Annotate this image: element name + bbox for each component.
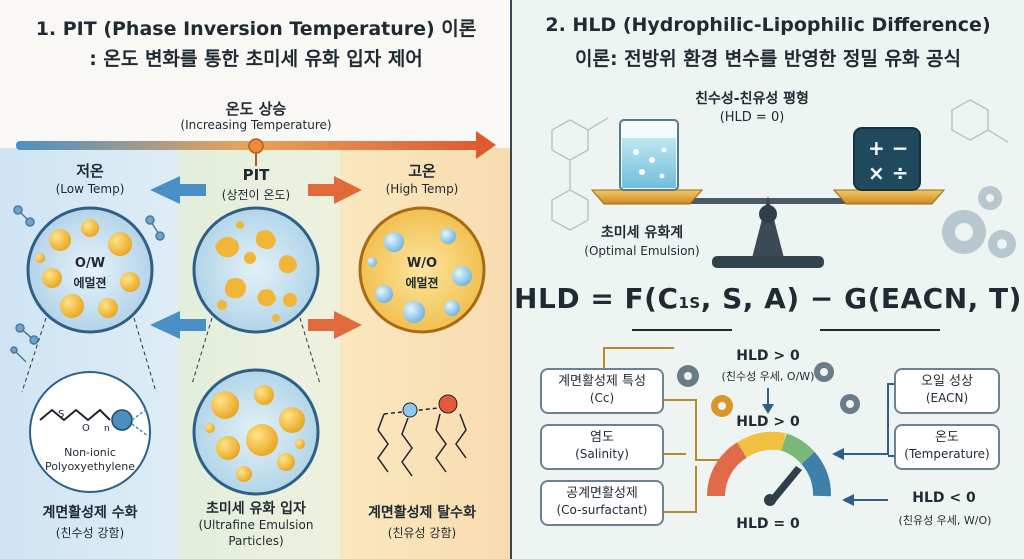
calculator-icon: + − × ÷ <box>853 127 921 191</box>
factor-box-surfactant: 계면활성제 특성 (Cc) <box>540 368 664 414</box>
pit-bicontinuous-circle <box>192 206 320 334</box>
arrow-to-high <box>308 176 362 204</box>
wo-sub-label: 에멀젼 <box>405 276 439 290</box>
factor-surfactant-label: 계면활성제 특성 <box>558 374 646 389</box>
gear-decoration <box>942 186 1016 258</box>
high-temp-en-label: (High Temp) <box>385 182 459 196</box>
hld-negative-desc: (친유성 우세, W/O) <box>898 514 992 527</box>
pit-sub-label: (상전이 온도) <box>221 188 291 202</box>
high-temp-label: 고온 <box>408 162 436 180</box>
svg-text:O: O <box>82 423 90 434</box>
balance-label: 친수성-친유성 평형 <box>695 91 809 107</box>
hld-negative-label: HLD < 0 <box>912 490 976 506</box>
hld-background-art: + − × ÷ <box>551 99 1016 513</box>
hld-zero-label: HLD = 0 <box>736 516 800 532</box>
small-gear-icons <box>677 362 860 417</box>
ow-sub-label: 에멀젼 <box>73 276 107 290</box>
factor-box-oil: 오일 성상 (EACN) <box>894 368 1000 414</box>
factor-connectors-left <box>603 347 726 513</box>
ultrafine-label: 초미세 유화 입자 <box>206 501 306 517</box>
low-temp-en-label: (Low Temp) <box>55 182 125 196</box>
factor-temperature-label: 온도 <box>935 430 959 445</box>
factor-oil-label: 오일 성상 <box>921 374 973 389</box>
nonionic-label: Non-ionic <box>64 446 116 459</box>
hld-title-line1: 2. HLD (Hydrophilic-Lipophilic Differenc… <box>545 14 991 36</box>
hydrophilic-head <box>111 409 133 431</box>
molecule-decoration-left <box>10 205 165 363</box>
polyoxyethylene-label: Polyoxyethylene <box>44 460 136 473</box>
beaker-icon <box>619 119 679 191</box>
pit-title-line2: : 온도 변화를 통한 초미세 유화 입자 제어 <box>89 48 423 70</box>
svg-text:+ −: + − <box>868 136 908 160</box>
dehydrated-surfactant-chains <box>377 394 467 477</box>
factor-cosurfactant-sub: (Co-surfactant) <box>556 503 648 517</box>
formula-prefix: HLD = F(C <box>514 282 679 315</box>
temp-rise-en-label: (Increasing Temperature) <box>180 118 332 132</box>
factor-salinity-label: 염도 <box>590 430 614 445</box>
temperature-arrow-head <box>476 131 496 159</box>
factor-salinity-sub: (Salinity) <box>575 447 629 461</box>
arrow-mid-low <box>150 311 206 339</box>
dehydration-label: 계면활성제 탈수화 <box>368 505 476 521</box>
hld-title-line2: 이론: 전방위 환경 변수를 반영한 정밀 유화 공식 <box>574 48 962 70</box>
factor-box-temperature: 온도 (Temperature) <box>894 424 1000 470</box>
svg-text:S: S <box>58 409 64 420</box>
pit-title-line1: 1. PIT (Phase Inversion Temperature) 이론 <box>35 18 477 40</box>
formula-suffix: , S, A) − G(EACN, T) <box>700 282 1022 315</box>
hydration-label: 계면활성제 수화 <box>42 505 138 521</box>
formula-subscript: 1S <box>678 294 701 312</box>
nonionic-surfactant-circle <box>29 371 151 493</box>
factor-box-cosurfactant: 공계면활성제 (Co-surfactant) <box>540 480 664 526</box>
factor-connectors-right <box>844 383 894 457</box>
hld-positive-label: HLD > 0 <box>736 348 800 364</box>
balance-value: (HLD = 0) <box>719 110 785 125</box>
pit-marker-dot <box>248 138 264 154</box>
dehydration-sub-label: (친유성 강함) <box>387 526 457 540</box>
chemical-structure-decoration <box>551 99 1009 231</box>
pit-panel: S O n 1. PIT (Phase I <box>0 18 512 559</box>
optimal-emulsion-label: 초미세 유화계 <box>600 225 684 241</box>
pit-label: PIT <box>242 166 270 184</box>
factor-oil-sub: (EACN) <box>925 391 969 405</box>
pit-background-art: S O n <box>0 131 512 559</box>
factor-temperature-sub: (Temperature) <box>904 447 990 461</box>
svg-text:n: n <box>104 424 110 434</box>
gauge-top-label: HLD > 0 <box>736 414 800 430</box>
balance-scale <box>590 189 946 268</box>
svg-text:× ÷: × ÷ <box>868 161 908 185</box>
low-temp-label: 저온 <box>76 162 104 180</box>
factor-surfactant-sub: (Cc) <box>589 391 615 405</box>
ultrafine-en-label-2: Particles) <box>228 534 284 548</box>
optimal-emulsion-en-label: (Optimal Emulsion) <box>584 244 700 258</box>
arrow-mid-high <box>308 311 362 339</box>
factor-cosurfactant-label: 공계면활성제 <box>566 486 638 501</box>
polyoxyethylene-chain <box>39 408 111 422</box>
hld-gauge <box>707 431 831 506</box>
hld-panel: + − × ÷ <box>512 0 1024 559</box>
ultrafine-en-label-1: (Ultrafine Emulsion <box>198 518 314 532</box>
ow-label: O/W <box>74 256 106 271</box>
gauge-needle <box>768 466 802 504</box>
hydration-sub-label: (친수성 강함) <box>55 526 125 540</box>
hld-positive-desc: (친수성 우세, O/W) <box>721 370 815 383</box>
arrow-to-low <box>150 176 206 204</box>
wo-label: W/O <box>406 256 438 271</box>
temp-rise-label: 온도 상승 <box>225 100 287 118</box>
hld-formula: HLD = F(C1S, S, A) − G(EACN, T) <box>512 282 1024 315</box>
factor-box-salinity: 염도 (Salinity) <box>540 424 664 470</box>
temperature-arrow-bar <box>16 141 480 150</box>
